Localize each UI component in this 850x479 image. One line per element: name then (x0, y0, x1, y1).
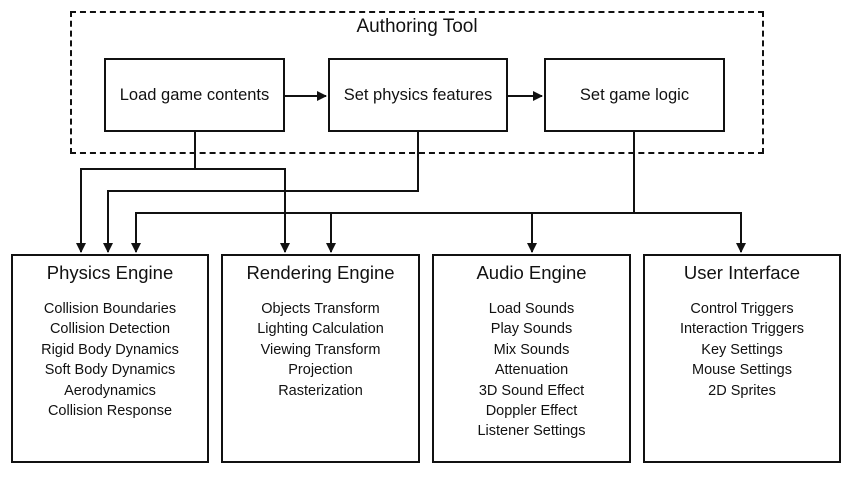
engine-title: Rendering Engine (246, 262, 395, 283)
engine-feature: Collision Response (47, 403, 173, 420)
engine-feature: Doppler Effect (485, 403, 578, 420)
engine-feature: Mouse Settings (692, 362, 792, 379)
audio-engine-box: Audio Engine Load Sounds Play Sounds Mix… (432, 254, 631, 463)
engine-feature: Key Settings (701, 341, 783, 358)
engine-feature: Lighting Calculation (257, 321, 384, 338)
step-label: Set physics features (343, 85, 493, 104)
engine-feature: Load Sounds (488, 301, 575, 317)
engine-title: Physics Engine (46, 262, 174, 283)
connector-load-to-rendering-engine (195, 168, 290, 253)
step-set-physics-features: Set physics features (328, 58, 508, 132)
engine-feature: Mix Sounds (493, 341, 570, 358)
engine-feature-list: Control Triggers Interaction Triggers Ke… (645, 299, 839, 401)
engine-feature: Collision Detection (49, 321, 171, 338)
connector-physics-features-to-physics-engine (103, 132, 419, 253)
step-load-game-contents: Load game contents (104, 58, 285, 132)
engine-feature: Play Sounds (490, 321, 573, 338)
engine-feature: Soft Body Dynamics (44, 362, 176, 379)
engine-feature: Attenuation (494, 362, 569, 379)
engine-feature: Interaction Triggers (679, 321, 805, 338)
rendering-engine-box: Rendering Engine Objects Transform Light… (221, 254, 420, 463)
engine-feature: Objects Transform (261, 301, 380, 317)
engine-title: User Interface (683, 262, 801, 283)
connector-load-to-physics-engine (76, 132, 196, 253)
engine-feature-list: Objects Transform Lighting Calculation V… (223, 299, 418, 401)
engine-feature: Rigid Body Dynamics (41, 341, 179, 358)
authoring-tool-title: Authoring Tool (356, 16, 478, 37)
engine-feature: Aerodynamics (64, 382, 156, 399)
engine-feature: Control Triggers (690, 301, 794, 317)
engine-feature-list: Collision Boundaries Collision Detection… (13, 299, 207, 421)
connector-game-logic-bus (131, 132, 635, 253)
connector-game-logic-to-user-interface (634, 212, 746, 253)
engine-feature: 2D Sprites (708, 382, 776, 399)
engine-feature: Listener Settings (477, 423, 586, 440)
engine-feature: Viewing Transform (260, 341, 381, 358)
engine-feature: Projection (288, 362, 353, 379)
user-interface-box: User Interface Control Triggers Interact… (643, 254, 841, 463)
engine-feature-list: Load Sounds Play Sounds Mix Sounds Atten… (434, 299, 629, 442)
engine-feature: 3D Sound Effect (478, 382, 585, 399)
physics-engine-box: Physics Engine Collision Boundaries Coll… (11, 254, 209, 463)
engine-title: Audio Engine (476, 262, 587, 283)
engine-feature: Collision Boundaries (43, 301, 177, 317)
engine-feature: Rasterization (278, 382, 363, 399)
step-set-game-logic: Set game logic (544, 58, 725, 132)
step-label: Set game logic (579, 85, 690, 104)
step-label: Load game contents (119, 85, 270, 104)
